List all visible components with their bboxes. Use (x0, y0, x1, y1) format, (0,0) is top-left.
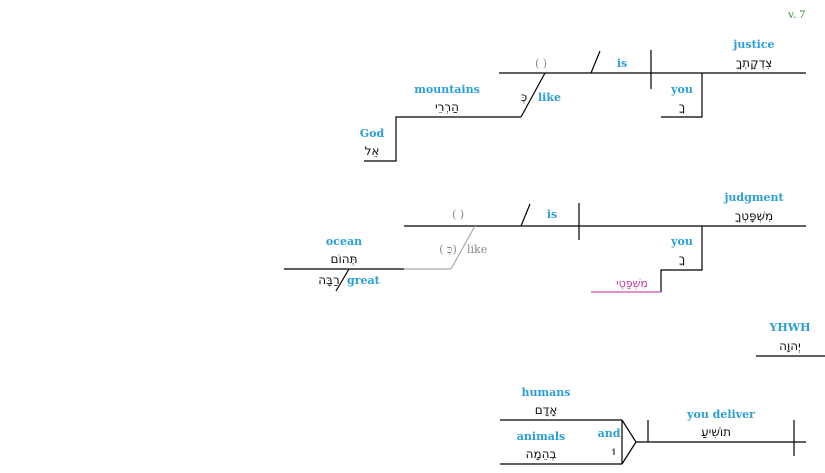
vocative-yhwh-en: YHWH (769, 321, 811, 334)
clause-2-alt-he: מִשְׁפָּטֶי (616, 277, 648, 290)
clause-1-mountains-en: mountains (414, 83, 480, 96)
clause-3-humans-en: humans (522, 386, 571, 399)
clause-2: judgment מִשְׁפָּטְךָ is ( ) you ךָ מִשְ… (284, 191, 806, 293)
clause-1-justice-he: צִדְקָתְךָ (736, 56, 773, 70)
clause-3-humans-he: אָדָם (535, 403, 558, 417)
clause-1-you-en: you (670, 83, 693, 96)
clause-3-and-he: וּ (612, 444, 616, 458)
clause-2-ocean-en: ocean (326, 235, 362, 248)
clause-1: justice צִדְקָתְךָ is ( ) you ךָ like כְ… (360, 38, 806, 162)
clause-1-mountains-he: הַרְרֵי (435, 100, 459, 114)
clause-2-like-he: ( כְּ) (439, 243, 456, 256)
clause-1-like-en: like (538, 91, 561, 104)
clause-2-great-slant (335, 268, 350, 292)
clause-2-judgment-en: judgment (723, 191, 784, 204)
clause-2-you-en: you (670, 235, 693, 248)
clause-1-like-slant (520, 72, 546, 118)
clause-1-like-he: כְּ (521, 90, 527, 104)
clause-1-is: is (617, 57, 627, 70)
clause-3-join (621, 419, 637, 465)
clause-1-justice-en: justice (732, 38, 774, 51)
clause-1-implied-verb: ( ) (535, 57, 547, 70)
clause-3: humans אָדָם animals בְהֵמָה and וּ you … (500, 386, 806, 465)
vocative-yhwh-he: יְהוָה (779, 339, 801, 353)
clause-2-judgment-he: מִשְׁפָּטְךָ (735, 209, 773, 223)
clause-2-like-slant (450, 225, 476, 270)
clause-2-implied-verb: ( ) (452, 208, 464, 221)
clause-2-great-he: רַבָּה (318, 273, 340, 287)
clause-2-is: is (547, 208, 557, 221)
clause-2-verb-divider (520, 203, 531, 227)
clause-2-great-en: great (347, 274, 381, 287)
clause-1-you-he: ךָ (679, 100, 685, 114)
clause-2-like-en: like (467, 243, 487, 256)
vocative: YHWH יְהוָה (756, 321, 825, 357)
clause-1-god-he: אֵל (365, 144, 380, 158)
clause-3-deliver-en: you deliver (686, 408, 755, 421)
clause-3-animals-he: בְהֵמָה (526, 447, 557, 461)
clause-1-verb-divider (590, 50, 601, 74)
clause-3-deliver-he: תוֹשִׁיעַ (701, 425, 731, 439)
clause-3-animals-en: animals (517, 430, 565, 443)
verse-label: v. 7 (788, 7, 805, 21)
clause-1-you-branch (661, 73, 703, 118)
clause-2-you-he: ךָ (679, 252, 685, 266)
clause-2-ocean-he: תְּהוֹם (331, 252, 358, 266)
clause-1-god-en: God (360, 127, 385, 140)
clause-3-and-en: and (598, 427, 621, 440)
clause-1-mountains-line (364, 116, 521, 162)
clause-2-you-branch (660, 226, 703, 292)
